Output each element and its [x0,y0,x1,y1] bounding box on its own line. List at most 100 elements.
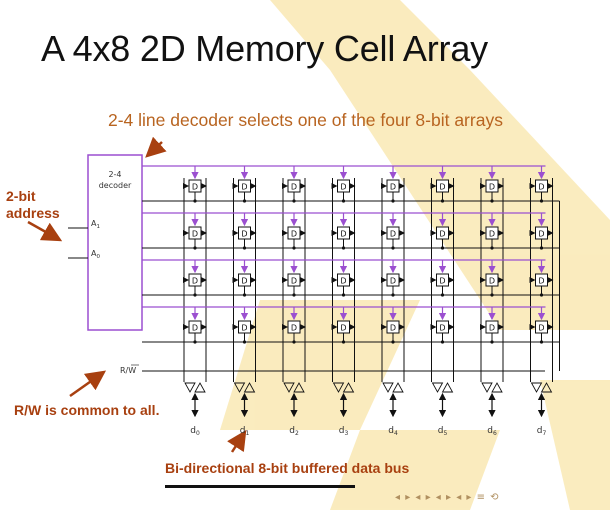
decoder-box [87,154,143,331]
buffer-out [491,382,503,393]
data-output-label: d4 [388,426,398,437]
cell-label: D [192,324,198,333]
junction-dot [490,293,494,297]
data-output-label: d6 [487,426,497,437]
junction-dot [341,246,346,250]
cell-label: D [291,277,297,286]
slide-title: A 4x8 2D Memory Cell Array [41,28,488,69]
buffer-out [441,382,454,393]
cell-label: D [489,324,495,333]
junction-dot [440,246,445,250]
cell-label: D [538,230,544,239]
cell-label: D [340,183,346,192]
buffer-in [332,382,345,393]
junction-dot [539,340,544,344]
data-bus-label: Bi-directional 8-bit buffered data bus [165,460,410,476]
junction-dot [242,246,247,250]
junction-dot [292,340,296,344]
data-output-label: d1 [240,426,250,437]
junction-dot [490,199,494,203]
junction-dot [193,340,197,344]
buffer-in [382,382,394,393]
cell-label: D [538,277,544,286]
data-output-label: d3 [339,426,349,437]
rw-common-note: R/W is common to all. [14,402,160,418]
junction-dot [292,199,296,203]
junction-dot [391,293,395,297]
buffer-in [481,382,493,393]
buffer-out [540,382,553,393]
data-output-label: d2 [289,426,299,437]
cell-label: D [241,230,247,239]
junction-dot [193,199,197,203]
buffer-in [283,382,295,393]
junction-dot [341,340,346,344]
cell-label: D [439,183,445,192]
cell-label: D [439,324,445,333]
buffer-out [342,382,355,393]
cell-label: D [192,277,198,286]
data-output-label: d5 [438,426,448,437]
junction-dot [539,199,544,203]
cell-label: D [439,277,445,286]
beamer-nav-controls[interactable]: ◂ ▸ ◂ ▸ ◂ ▸ ◂ ▸ ≡ ⟲ [395,492,500,503]
cell-label: D [340,230,346,239]
cell-label: D [489,183,495,192]
data-output-label: d7 [537,426,547,437]
buffer-out [293,382,305,393]
junction-dot [440,340,445,344]
buffer-out [392,382,404,393]
cell-label: D [241,277,247,286]
cell-label: D [390,277,396,286]
junction-dot [391,199,395,203]
cell-grid: d0 d1 d2 d3 d4 d5 d6 d7 D D D D D D D D D D D D D D D D D D D D D D D D… [142,165,560,437]
data-output-label: d0 [190,426,200,437]
buffer-in [184,382,196,393]
cell-label: D [291,230,297,239]
junction-dot [440,293,445,297]
cell-label: D [291,324,297,333]
input-a1-label: A1 [91,219,100,230]
cell-label: D [241,183,247,192]
decoder-caption: 2-4 line decoder selects one of the four… [108,110,503,130]
rw-signal-label: R/W [120,366,136,375]
junction-dot [242,199,247,203]
junction-dot [242,293,247,297]
junction-dot [341,293,346,297]
buffer-in [530,382,543,393]
buffer-out [194,382,206,393]
cell-label: D [192,183,198,192]
junction-dot [193,293,197,297]
junction-dot [193,246,197,250]
cell-label: D [390,183,396,192]
junction-dot [539,293,544,297]
decoder-label-bottom: decoder [99,181,132,190]
junction-dot [490,340,494,344]
address-arrow [27,220,63,242]
cell-label: D [538,183,544,192]
junction-dot [292,293,296,297]
cell-label: D [489,277,495,286]
junction-dot [440,199,445,203]
cell-label: D [538,324,544,333]
cell-label: D [192,230,198,239]
cell-label: D [439,230,445,239]
decoder-label-top: 2-4 [108,170,121,179]
input-a0-label: A0 [91,249,100,260]
cell-label: D [390,324,396,333]
buffer-in [431,382,444,393]
cell-label: D [390,230,396,239]
cell-label: D [489,230,495,239]
buffer-out [243,382,256,393]
cell-label: D [340,277,346,286]
slide-progress-bar [165,485,355,488]
cell-label: D [241,324,247,333]
junction-dot [292,246,296,250]
junction-dot [341,199,346,203]
junction-dot [242,340,247,344]
caption-arrow [145,136,167,158]
cell-label: D [291,183,297,192]
cell-label: D [340,324,346,333]
